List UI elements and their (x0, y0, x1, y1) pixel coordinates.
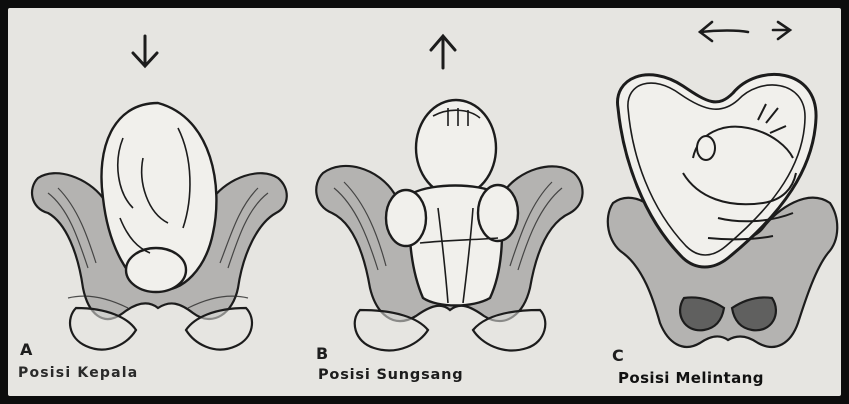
up-arrow-icon (431, 36, 455, 68)
panel-posisi-kepala: A Posisi Kepala (8, 8, 298, 396)
pelvis-breech-illustration (298, 8, 588, 396)
double-arrow-icon (700, 22, 790, 41)
down-arrow-icon (133, 36, 157, 66)
caption-posisi-kepala: Posisi Kepala (18, 365, 138, 381)
caption-posisi-melintang: Posisi Melintang (618, 369, 764, 387)
pelvis-head-down-illustration (8, 8, 298, 396)
caption-posisi-sungsang: Posisi Sungsang (318, 367, 463, 383)
panel-letter-b: B (316, 344, 328, 363)
panel-posisi-sungsang: B Posisi Sungsang (298, 8, 588, 396)
panel-letter-a: A (20, 340, 32, 359)
panel-posisi-melintang: C Posisi Melintang (588, 8, 841, 396)
panel-letter-c: C (612, 346, 624, 365)
figure-frame: A Posisi Kepala (8, 8, 841, 396)
pelvis-transverse-illustration (588, 8, 841, 396)
